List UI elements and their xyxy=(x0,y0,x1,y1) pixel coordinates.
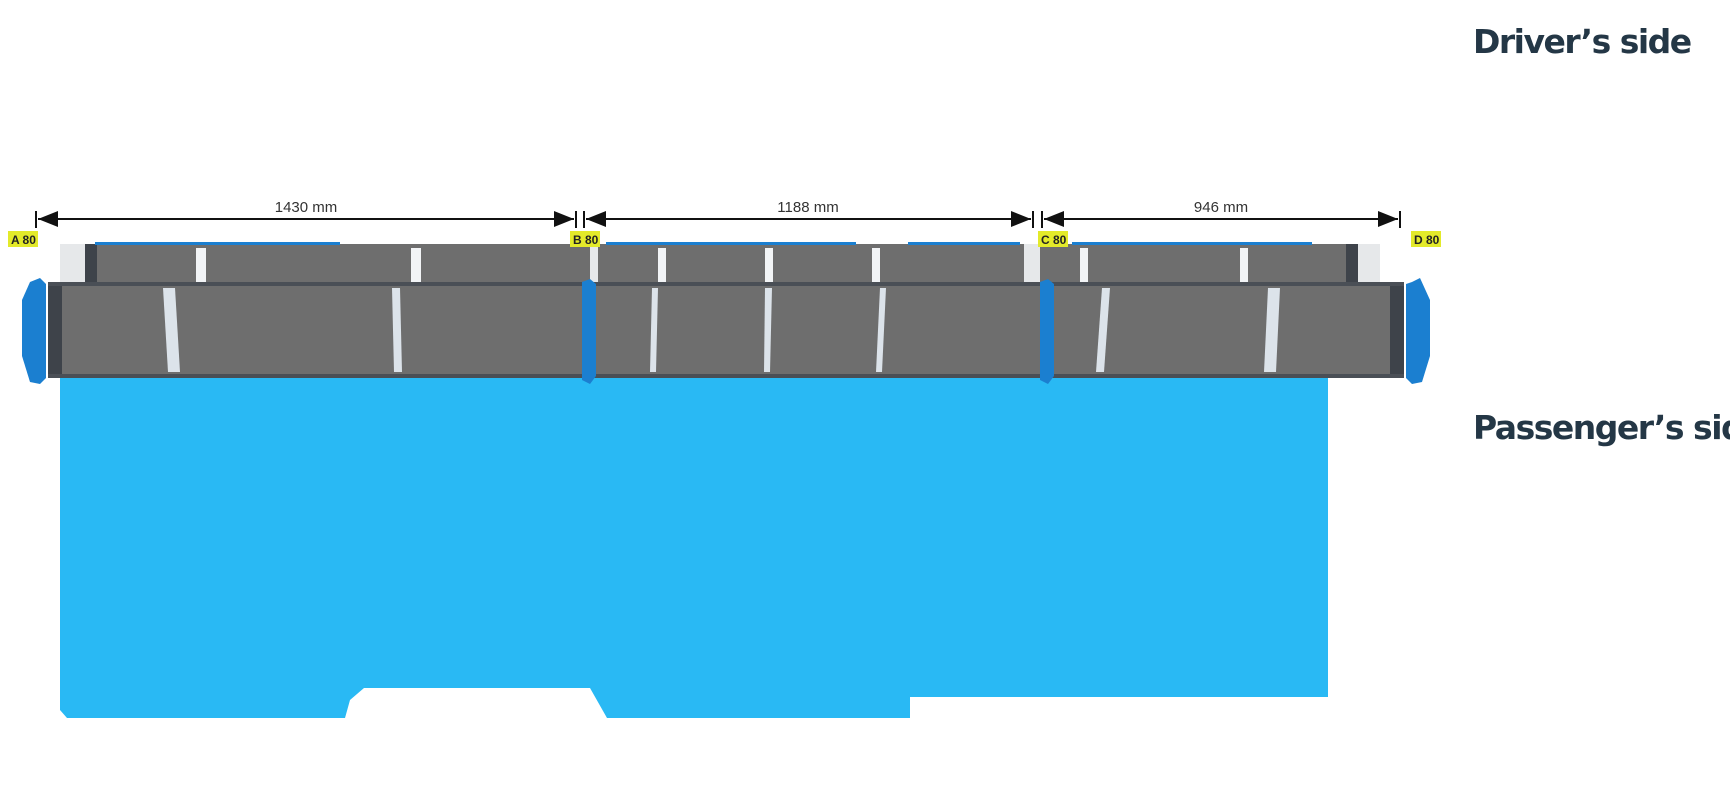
marker-b: B 80 xyxy=(570,231,600,247)
marker-d: D 80 xyxy=(1411,231,1441,247)
marker-d-label: D 80 xyxy=(1414,233,1440,247)
passengers-side-label: Passenger’s side xyxy=(1473,408,1730,447)
drivers-side-label: Driver’s side xyxy=(1473,22,1692,61)
marker-a: A 80 xyxy=(8,231,38,247)
dimension-label-3: 946 mm xyxy=(1194,199,1248,216)
dimension-label-2: 1188 mm xyxy=(777,199,838,216)
back-shelf-row xyxy=(60,242,1380,284)
marker-c: C 80 xyxy=(1038,231,1068,247)
mounting-brackets xyxy=(22,278,1430,384)
vehicle-floor xyxy=(60,378,1328,718)
dimension-lines xyxy=(35,211,1401,228)
marker-b-label: B 80 xyxy=(573,233,599,247)
marker-a-label: A 80 xyxy=(11,233,36,247)
dimension-label-1: 1430 mm xyxy=(275,199,338,216)
front-shelf-row xyxy=(48,282,1404,378)
marker-c-label: C 80 xyxy=(1041,233,1067,247)
